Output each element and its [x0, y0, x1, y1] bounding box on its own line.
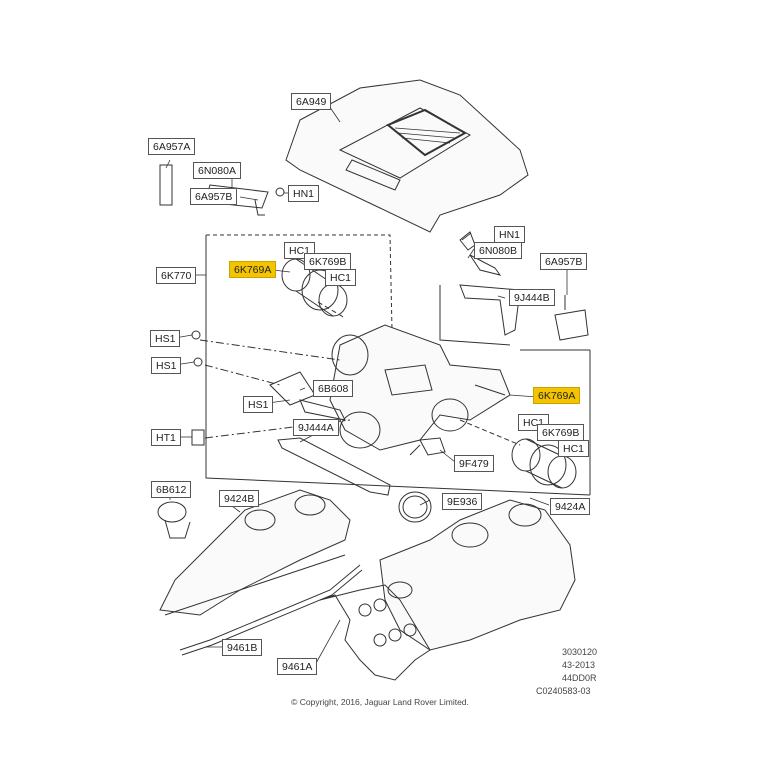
part-label-9j444a[interactable]: 9J444A — [293, 419, 339, 436]
part-label-6b608[interactable]: 6B608 — [313, 380, 354, 397]
oil-filler-cap — [157, 501, 191, 539]
part-label-6a957b-left[interactable]: 6A957B — [190, 188, 238, 205]
ref-line-1: 3030120 — [562, 647, 598, 657]
part-label-6a957a[interactable]: 6A957A — [148, 138, 196, 155]
part-label-hc1-d[interactable]: HC1 — [558, 440, 590, 457]
part-label-6k769b-top[interactable]: 6K769B — [304, 253, 352, 270]
gasket-9j444a — [277, 437, 391, 496]
ref-line-2: 43-2013 — [562, 660, 596, 670]
gasket-9461a — [319, 584, 431, 681]
part-label-9461b[interactable]: 9461B — [222, 639, 263, 656]
part-label-9f479[interactable]: 9F479 — [454, 455, 494, 472]
part-label-hc1-b[interactable]: HC1 — [325, 269, 357, 286]
part-label-9461a[interactable]: 9461A — [277, 658, 318, 675]
part-label-hs1-b[interactable]: HS1 — [151, 357, 182, 374]
intake-manifold — [329, 324, 511, 451]
part-label-9424b[interactable]: 9424B — [219, 490, 260, 507]
sensor-9f479 — [409, 437, 446, 456]
part-label-9424a[interactable]: 9424A — [550, 498, 591, 515]
intake-assembly-box — [205, 234, 591, 496]
oring-9e936 — [398, 491, 432, 523]
cam-cover-left — [159, 489, 351, 616]
manifold-fasteners-left — [191, 330, 351, 446]
part-label-6k769a-right[interactable]: 6K769A — [533, 387, 581, 404]
part-label-ht1[interactable]: HT1 — [151, 429, 181, 446]
part-label-hs1-a[interactable]: HS1 — [150, 330, 181, 347]
part-label-9j444b[interactable]: 9J444B — [509, 289, 555, 306]
part-label-9e936[interactable]: 9E936 — [442, 493, 483, 510]
ref-line-4: C0240583-03 — [536, 686, 591, 696]
part-label-6n080b[interactable]: 6N080B — [474, 242, 522, 259]
gasket-9461b — [179, 564, 363, 656]
part-label-6n080a[interactable]: 6N080A — [193, 162, 241, 179]
part-label-6a957b-right[interactable]: 6A957B — [540, 253, 588, 270]
part-label-6k769b-right[interactable]: 6K769B — [537, 424, 585, 441]
cam-cover-right — [379, 499, 576, 651]
part-label-6a949[interactable]: 6A949 — [291, 93, 332, 110]
part-label-6k769a-top[interactable]: 6K769A — [229, 261, 277, 278]
copyright-notice: © Copyright, 2016, Jaguar Land Rover Lim… — [291, 697, 469, 707]
part-label-hs1-c[interactable]: HS1 — [243, 396, 274, 413]
part-label-hn1-left[interactable]: HN1 — [288, 185, 320, 202]
engine-cover — [285, 79, 529, 233]
part-label-6k770[interactable]: 6K770 — [156, 267, 197, 284]
part-label-6b612[interactable]: 6B612 — [151, 481, 192, 498]
part-label-hn1-right[interactable]: HN1 — [494, 226, 526, 243]
ref-line-3: 44DD0R — [562, 673, 597, 683]
